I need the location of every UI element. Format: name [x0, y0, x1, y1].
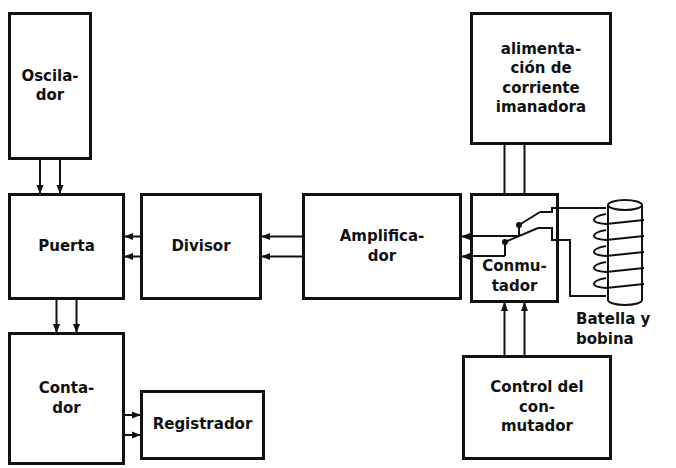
connector-line [56, 300, 58, 332]
box-label: Conmu- tador [477, 257, 552, 296]
process-box: Puerta [8, 193, 125, 300]
connector-line [524, 145, 526, 193]
connector-line [462, 256, 470, 258]
connector-line [524, 303, 526, 355]
connector-line [504, 303, 506, 355]
connector-line [59, 160, 61, 193]
connector-line [504, 145, 506, 193]
double-connector [262, 237, 302, 257]
connector-line [125, 256, 140, 258]
process-box: Amplifica- dor [302, 193, 462, 300]
connector-line [125, 434, 140, 436]
process-box: Oscila- dor [8, 12, 92, 160]
double-connector [125, 237, 140, 257]
box-label: Oscila- dor [15, 67, 85, 106]
box-label: Conta- dor [27, 379, 107, 418]
bottle-and-coil [594, 200, 644, 305]
process-box: alimenta- ción de corriente imanadora [470, 12, 612, 145]
double-connector [125, 415, 140, 435]
connector-line [262, 256, 302, 258]
process-box: Conmu- tador [470, 193, 559, 303]
part-label: Batella y bobina [576, 310, 671, 349]
process-box: Divisor [140, 193, 262, 300]
switch-symbol [472, 212, 540, 256]
process-box: Registrador [140, 390, 265, 460]
box-label: alimenta- ción de corriente imanadora [491, 40, 591, 118]
box-label: Divisor [171, 237, 230, 257]
double-connector [40, 160, 60, 193]
double-connector [462, 237, 470, 257]
box-label: Puerta [38, 237, 95, 257]
connector-line [125, 236, 140, 238]
box-label: Amplifica- dor [335, 227, 430, 266]
box-label: Registrador [153, 415, 253, 435]
double-connector [505, 145, 525, 193]
box-label: Control del con- mutador [482, 378, 592, 437]
double-connector [505, 303, 525, 355]
process-box: Conta- dor [8, 332, 125, 465]
connector-line [39, 160, 41, 193]
process-box: Control del con- mutador [462, 355, 612, 460]
connector-line [76, 300, 78, 332]
connector-line [462, 236, 470, 238]
double-connector [57, 300, 77, 332]
connector-line [262, 236, 302, 238]
connector-line [125, 414, 140, 416]
